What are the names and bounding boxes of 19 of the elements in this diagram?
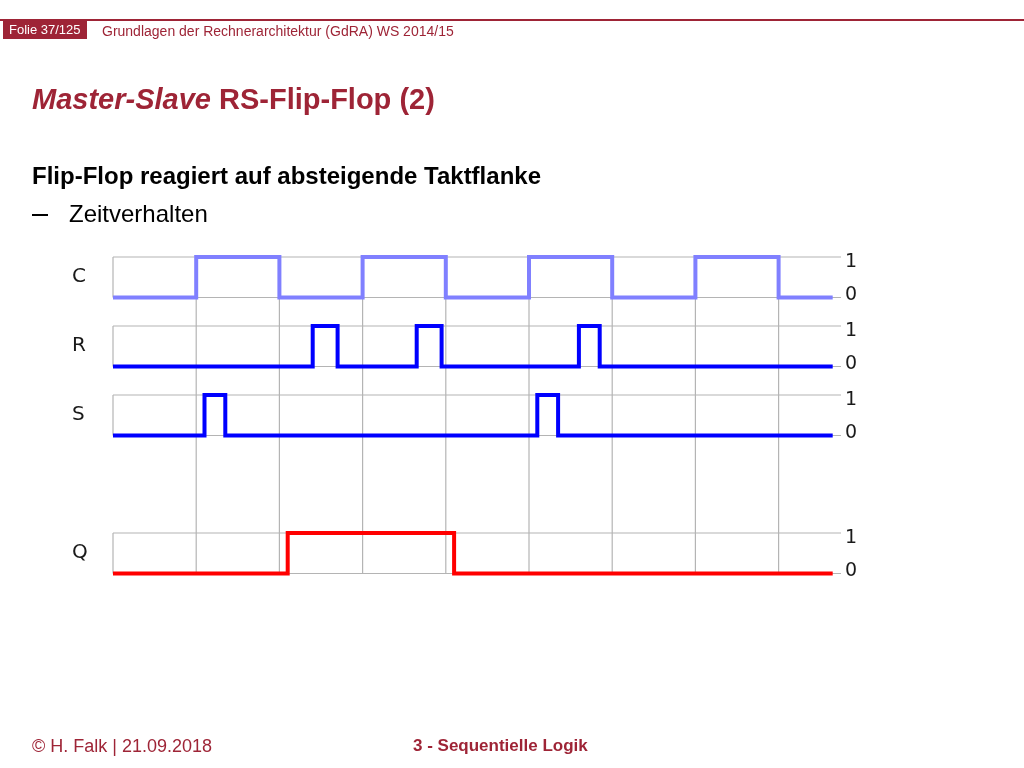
level-label: 1 bbox=[845, 386, 858, 410]
level-label: 0 bbox=[845, 556, 858, 581]
subheading: Flip-Flop reagiert auf absteigende Taktflanke bbox=[32, 161, 541, 191]
bullet-text: Zeitverhalten bbox=[69, 199, 208, 229]
course-title: Grundlagen der Rechnerarchitektur (GdRA) WS 2014/15 bbox=[102, 22, 454, 40]
level-label: 1 bbox=[845, 248, 858, 272]
level-label: 0 bbox=[845, 280, 858, 305]
signal-name: S bbox=[72, 401, 85, 426]
slide-title: Master-Slave RS-Flip-Flop (2) bbox=[32, 82, 435, 116]
level-label: 0 bbox=[845, 418, 858, 443]
signal-name: R bbox=[72, 332, 86, 357]
level-label: 0 bbox=[845, 349, 858, 374]
footer-chapter: 3 - Sequentielle Logik bbox=[413, 735, 588, 757]
slide-number-tag: Folie 37/125 bbox=[3, 21, 87, 39]
signal-name: C bbox=[72, 263, 86, 288]
level-label: 1 bbox=[845, 317, 858, 341]
signal-name: Q bbox=[72, 539, 88, 564]
footer-author-date: © H. Falk | 21.09.2018 bbox=[32, 735, 213, 757]
level-label: 1 bbox=[845, 524, 858, 548]
